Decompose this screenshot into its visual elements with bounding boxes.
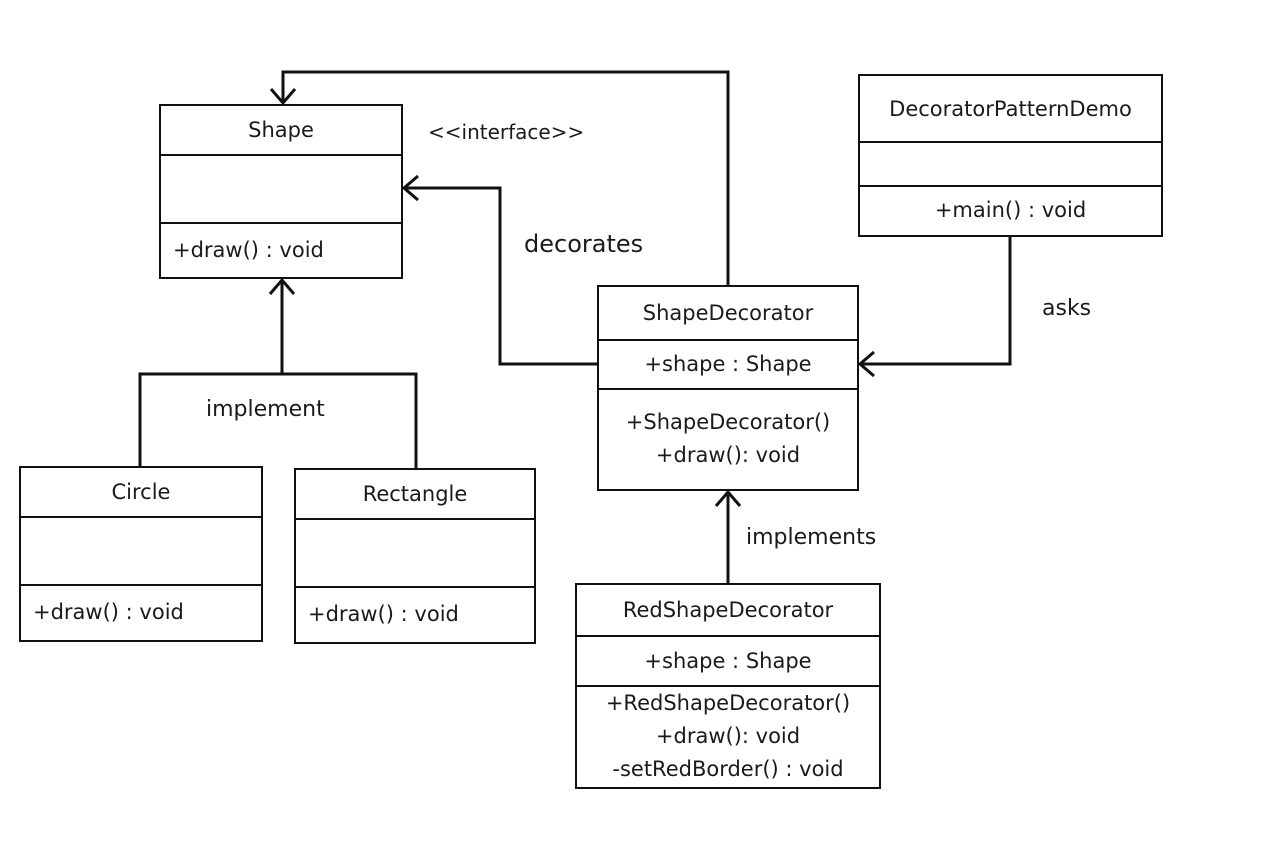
decorates-line — [404, 186, 598, 366]
implement-arrowhead — [268, 277, 296, 295]
class-rectangle-name: Rectangle — [362, 482, 468, 506]
decorates-label: decorates — [524, 230, 644, 258]
method: -setRedBorder() : void — [612, 757, 844, 781]
class-decorator-pattern-demo[interactable]: DecoratorPatternDemo +main() : void — [858, 74, 1163, 237]
class-demo-methods: +main() : void — [860, 187, 1161, 234]
class-shape-decorator-attributes: +shape : Shape — [599, 341, 857, 390]
method: +draw(): void — [655, 724, 801, 748]
class-shape-header: Shape — [161, 106, 401, 156]
class-red-shape-decorator-attributes: +shape : Shape — [577, 637, 879, 687]
decorates-arrowhead — [401, 174, 419, 202]
attribute: +shape : Shape — [644, 352, 812, 376]
attribute: +shape : Shape — [644, 648, 812, 673]
class-red-shape-decorator-methods: +RedShapeDecorator() +draw(): void -setR… — [577, 687, 879, 786]
class-shape-decorator-header: ShapeDecorator — [599, 287, 857, 341]
class-circle[interactable]: Circle +draw() : void — [19, 466, 263, 642]
class-circle-name: Circle — [111, 480, 171, 504]
method: +RedShapeDecorator() — [605, 691, 851, 715]
class-rectangle-attributes — [296, 520, 534, 588]
method: +draw() : void — [173, 237, 324, 262]
class-circle-header: Circle — [21, 468, 261, 518]
class-shape-decorator-name: ShapeDecorator — [642, 301, 814, 325]
class-circle-methods: +draw() : void — [21, 586, 261, 639]
method: +main() : void — [934, 198, 1087, 222]
class-rectangle[interactable]: Rectangle +draw() : void — [294, 468, 536, 644]
method: +draw() : void — [33, 600, 184, 624]
loop-arrowhead — [269, 88, 297, 106]
class-rectangle-methods: +draw() : void — [296, 588, 534, 641]
class-demo-attributes — [860, 143, 1161, 187]
class-red-shape-decorator-header: RedShapeDecorator — [577, 585, 879, 637]
interface-stereotype-label: <<interface>> — [428, 120, 585, 144]
class-shape[interactable]: Shape +draw() : void — [159, 104, 403, 279]
class-demo-name: DecoratorPatternDemo — [889, 96, 1132, 121]
class-red-shape-decorator-name: RedShapeDecorator — [622, 598, 834, 622]
asks-arrowhead — [857, 350, 875, 378]
implement-label: implement — [206, 397, 325, 422]
method: +draw() : void — [308, 602, 459, 626]
class-red-shape-decorator[interactable]: RedShapeDecorator +shape : Shape +RedSha… — [575, 583, 881, 789]
class-demo-header: DecoratorPatternDemo — [860, 76, 1161, 143]
implements-arrowhead — [714, 489, 742, 507]
class-shape-attributes — [161, 156, 401, 224]
method: +draw(): void — [655, 443, 801, 467]
class-circle-attributes — [21, 518, 261, 586]
implement-line — [138, 280, 418, 470]
class-shape-decorator[interactable]: ShapeDecorator +shape : Shape +ShapeDeco… — [597, 285, 859, 491]
asks-line — [860, 236, 1012, 366]
implements-label: implements — [746, 525, 877, 550]
decorator-to-shape-loop-line — [281, 70, 730, 287]
class-shape-name: Shape — [248, 118, 314, 142]
asks-label: asks — [1042, 296, 1092, 321]
class-shape-methods: +draw() : void — [161, 224, 401, 276]
class-shape-decorator-methods: +ShapeDecorator() +draw(): void — [599, 390, 857, 488]
method: +ShapeDecorator() — [625, 410, 831, 434]
class-rectangle-header: Rectangle — [296, 470, 534, 520]
